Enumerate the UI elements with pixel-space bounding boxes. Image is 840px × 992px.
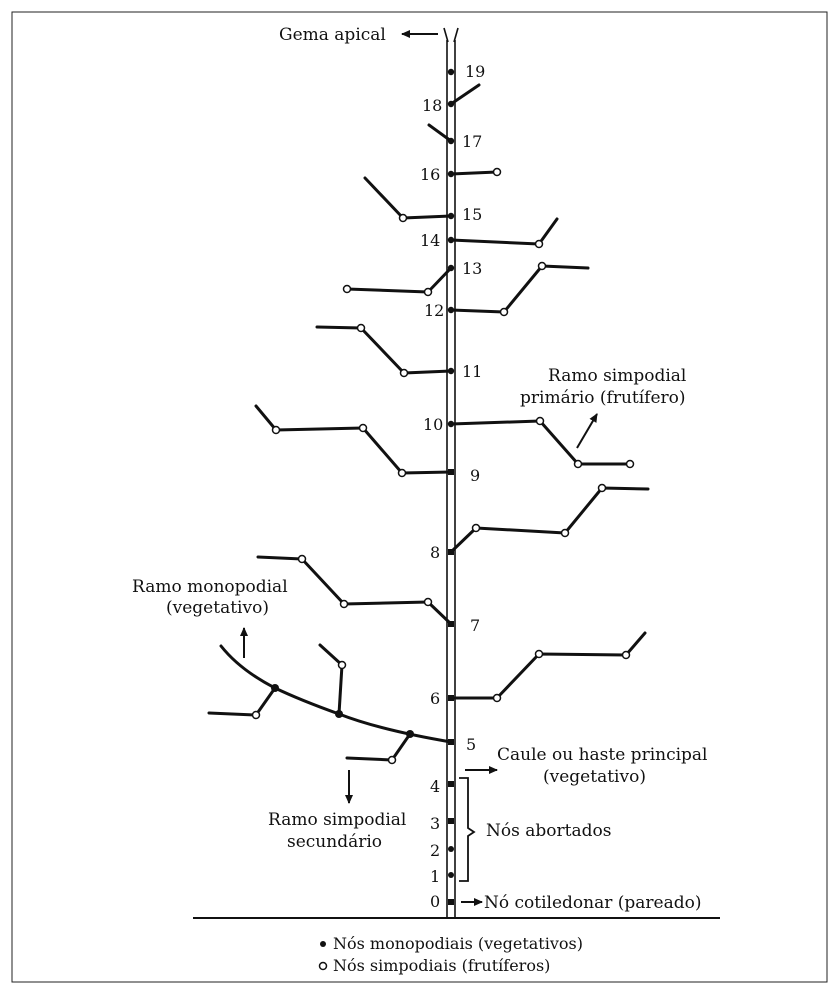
branch-5-monopodial (219, 644, 453, 744)
legend-sympodial-marker (318, 961, 328, 971)
node-13 (447, 264, 455, 272)
node-0 (448, 899, 454, 905)
branch-18 (449, 83, 481, 106)
node-label-10: 10 (423, 415, 443, 434)
sympodial-secondary-label-line2: secundário (287, 832, 382, 852)
branch-9 (254, 404, 453, 475)
branch-10 (449, 419, 632, 466)
node-11 (447, 367, 455, 375)
aborted-nodes-label: Nós abortados (486, 821, 611, 841)
node-16 (447, 170, 455, 178)
node-label-8: 8 (430, 543, 440, 562)
sec-branch-3 (345, 732, 412, 762)
node-1 (448, 872, 454, 878)
cotyledonary-node-label: Nó cotiledonar (pareado) (484, 893, 702, 913)
node-19 (447, 68, 455, 76)
main-stem-label-line2: (vegetativo) (543, 767, 646, 787)
legend-monopodial-label: Nós monopodiais (vegetativos) (333, 934, 583, 953)
sympodial-primary-label-line2: primário (frutífero) (520, 388, 686, 408)
branch-17 (427, 123, 453, 143)
sec-branch-1 (207, 686, 277, 717)
node-4 (448, 781, 454, 787)
node-label-1: 1 (430, 867, 440, 886)
aborted-nodes-brace (459, 777, 476, 882)
node-label-12: 12 (424, 301, 444, 320)
legend-monopodial-marker (320, 941, 326, 947)
node-label-13: 13 (462, 259, 482, 278)
node-label-16: 16 (420, 165, 440, 184)
branch-15 (363, 176, 453, 220)
node-label-5: 5 (466, 735, 476, 754)
sec-branch-2 (318, 643, 344, 716)
node-17 (447, 137, 455, 145)
node-label-17: 17 (462, 132, 482, 151)
sympodial-primary-arrow (576, 413, 598, 449)
figure-border (11, 11, 828, 983)
branch-13 (345, 266, 453, 294)
main-stem (443, 27, 459, 918)
node-9 (448, 469, 454, 475)
node-12 (447, 306, 455, 314)
branch-16 (449, 170, 499, 176)
sympodial-nodes (251, 167, 635, 765)
node-label-0: 0 (430, 892, 440, 911)
node-label-18: 18 (422, 96, 442, 115)
mono-branch-node-1 (271, 684, 279, 692)
monopodial-label-line1: Ramo monopodial (132, 577, 288, 597)
mono-branch-node-3 (406, 730, 414, 738)
node-label-9: 9 (470, 466, 480, 485)
monopodial-label-line2: (vegetativo) (166, 598, 269, 618)
node-label-19: 19 (465, 62, 485, 81)
node-7 (448, 621, 454, 627)
node-2 (448, 846, 454, 852)
branch-12 (449, 264, 590, 314)
node-18 (447, 100, 455, 108)
legend: Nós monopodiais (vegetativos) Nós simpod… (318, 934, 583, 975)
node-6 (448, 695, 454, 701)
monopodial-nodes (271, 68, 455, 905)
node-label-7: 7 (470, 616, 480, 635)
node-8 (448, 549, 454, 555)
node-label-11: 11 (462, 362, 482, 381)
branch-6 (449, 631, 647, 700)
node-label-6: 6 (430, 689, 440, 708)
branch-8 (449, 486, 650, 554)
node-5 (448, 739, 454, 745)
mono-branch-node-2 (335, 710, 343, 718)
annotation-arrows (240, 30, 598, 906)
node-14 (447, 236, 455, 244)
node-label-2: 2 (430, 841, 440, 860)
node-15 (447, 212, 455, 220)
node-label-14: 14 (420, 231, 440, 250)
main-stem-label-line1: Caule ou haste principal (497, 745, 708, 765)
legend-sympodial-label: Nós simpodiais (frutíferos) (333, 956, 550, 975)
node-number-labels: 19 18 17 16 15 14 13 12 11 10 9 8 7 6 5 … (420, 62, 485, 911)
node-label-3: 3 (430, 814, 440, 833)
sympodial-secondary-label-line1: Ramo simpodial (268, 810, 406, 830)
node-label-15: 15 (462, 205, 482, 224)
apical-bud-label: Gema apical (279, 25, 386, 45)
node-3 (448, 818, 454, 824)
node-label-4: 4 (430, 777, 440, 796)
branch-11 (315, 325, 453, 375)
node-10 (447, 420, 455, 428)
sympodial-primary-label-line1: Ramo simpodial (548, 366, 686, 386)
